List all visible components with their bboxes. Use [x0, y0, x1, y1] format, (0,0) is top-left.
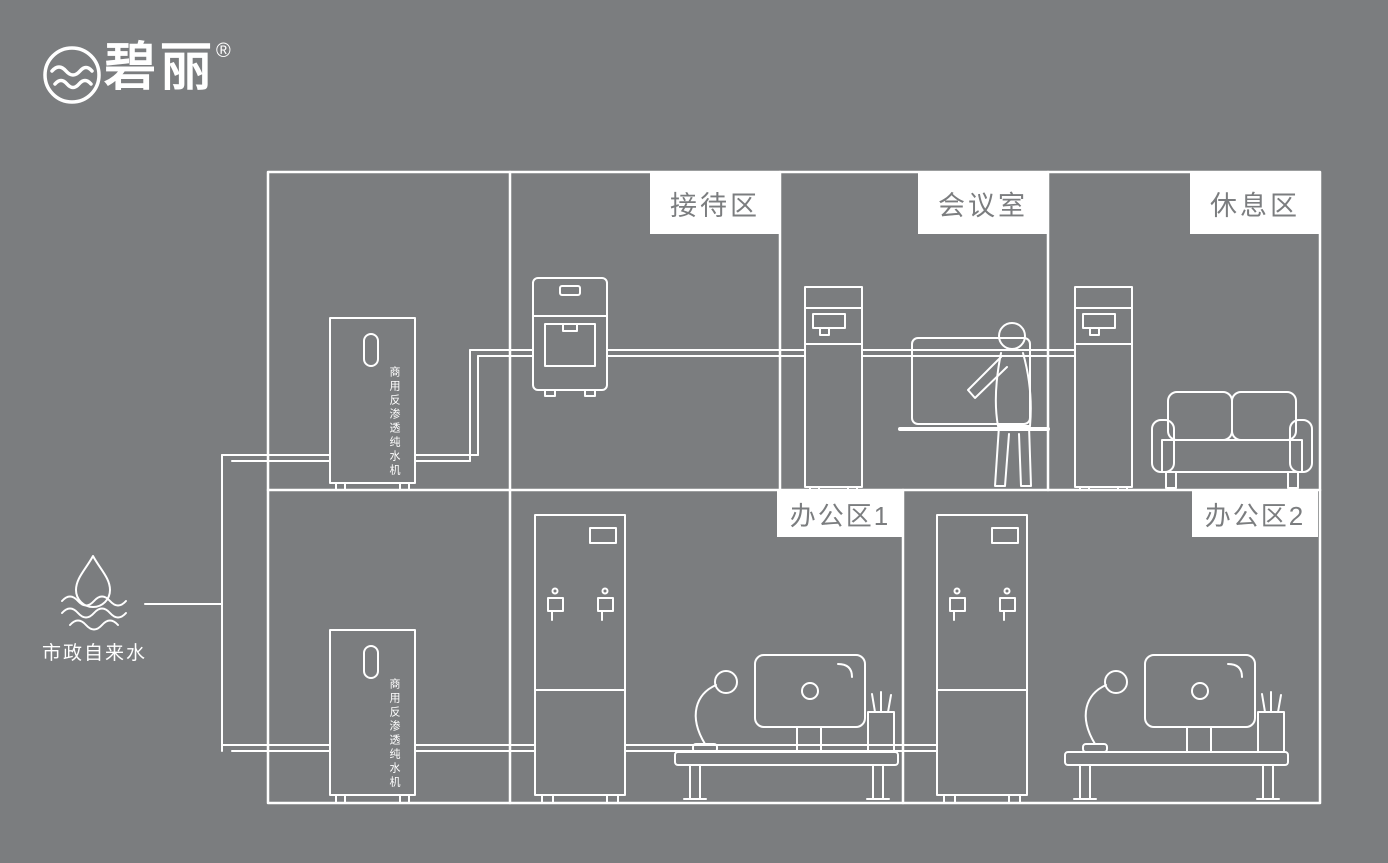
room-label-office2: 办公区2 — [1192, 491, 1318, 537]
presenter-person — [967, 322, 1032, 487]
dispenser-office-1 — [534, 514, 626, 804]
room-label-meeting: 会议室 — [918, 172, 1048, 234]
dispenser-rest-area — [1074, 286, 1133, 491]
sofa — [1151, 391, 1313, 489]
desk-lamp-icon — [692, 670, 738, 753]
ro-machine-lower — [329, 629, 416, 804]
desk-lamp-icon — [1082, 670, 1128, 753]
building-outline — [266, 170, 1322, 805]
room-label-rest: 休息区 — [1190, 172, 1320, 234]
monitor-icon — [1144, 654, 1256, 753]
whiteboard — [898, 337, 1050, 431]
brand-logo-icon — [43, 46, 101, 104]
water-source-label: 市政自来水 — [42, 643, 148, 664]
monitor-icon — [754, 654, 866, 753]
registered-trademark: ® — [216, 40, 231, 62]
water-drop-icon — [61, 555, 127, 631]
brand-logo-text: 碧丽® — [104, 39, 231, 97]
desk-office-2 — [1064, 654, 1289, 800]
dispenser-office-2 — [936, 514, 1028, 804]
dispenser-meeting-room — [804, 286, 863, 491]
ro-machine-upper — [329, 317, 416, 491]
pen-cup-icon — [867, 691, 895, 753]
ro-machine-lower-label: 商用反渗透纯水机 — [388, 678, 400, 790]
pen-cup-icon — [1257, 691, 1285, 753]
desk-office-1 — [674, 654, 899, 800]
countertop-dispenser — [532, 277, 608, 397]
room-label-office1: 办公区1 — [777, 491, 903, 537]
brand-name: 碧丽 — [104, 39, 217, 97]
ro-machine-upper-label: 商用反渗透纯水机 — [388, 366, 400, 478]
room-label-reception: 接待区 — [650, 172, 780, 234]
